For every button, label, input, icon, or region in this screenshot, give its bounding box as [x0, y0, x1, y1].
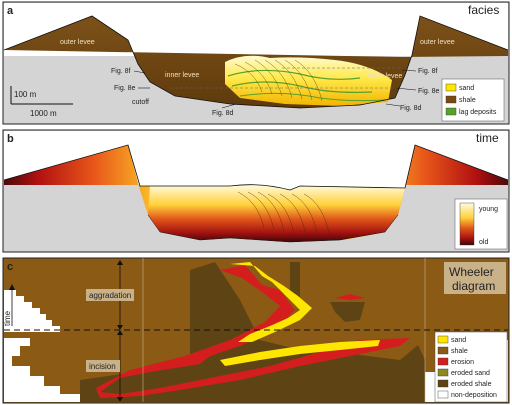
legend-c-swatch-2: [437, 357, 449, 366]
scale-vertical-label: 100 m: [14, 90, 37, 99]
legend-c-swatch-0: [437, 335, 449, 344]
legend-b-young: young: [479, 206, 498, 213]
arrow-fig8f-right: [401, 69, 417, 72]
panel-a-lag-2: [231, 81, 373, 93]
panel-c-arrowhead-incision-bottom: [117, 397, 123, 402]
panel-c-letter: c: [7, 261, 13, 273]
label-inner-levee-left: inner levee: [165, 72, 199, 79]
label-inner-levee-right: inner levee: [368, 73, 402, 80]
label-fig8d-right: Fig. 8d: [400, 105, 422, 112]
legend-b-colorbar: [459, 202, 475, 246]
legend-c-label-3: eroded sand: [451, 370, 490, 377]
arrow-fig8d-left: [221, 103, 237, 109]
legend-a: sand shale lag deposits: [441, 78, 505, 122]
legend-c-swatch-5: [437, 390, 449, 399]
label-outer-levee-right: outer levee: [420, 39, 455, 46]
legend-c-swatch-1: [437, 346, 449, 355]
legend-c-label-5: non-deposition: [451, 392, 497, 399]
incision-label: incision: [89, 362, 116, 371]
panel-a-accretion-lines: [234, 59, 323, 102]
panel-c-arrowhead-incision-top: [117, 330, 123, 335]
panel-b-letter: b: [7, 133, 14, 145]
legend-b: young old: [454, 198, 508, 250]
aggradation-label: aggradation: [89, 291, 131, 300]
legend-a-swatch-1: [445, 95, 457, 104]
panel-a-surface: [4, 3, 508, 50]
panel-a-title: facies: [468, 3, 499, 17]
legend-a-label-0: sand: [459, 85, 474, 92]
panel-b-title: time: [476, 131, 499, 145]
panel-c: time aggradation incision c Wheeler diag…: [2, 257, 510, 404]
panel-b-base-outline: [147, 214, 399, 243]
arrow-fig8d-right: [385, 103, 401, 107]
label-cutoff: cutoff: [132, 99, 149, 106]
legend-c-label-1: shale: [451, 348, 468, 355]
panel-a-letter: a: [7, 5, 14, 17]
panel-c-arrowhead-aggradation-bottom: [117, 325, 123, 330]
panel-c-arrowhead-aggradation-top: [117, 260, 123, 265]
panel-a-lag-1: [227, 69, 361, 80]
panel-a: a facies outer levee outer levee inner l…: [2, 1, 510, 125]
arrow-fig8f-left: [133, 70, 146, 74]
panel-c-sand-lower: [220, 340, 380, 366]
legend-b-old: old: [479, 239, 488, 246]
label-fig8e-left: Fig. 8e: [114, 85, 136, 92]
panel-b-accretion-lines: [237, 191, 331, 239]
panel-c-title-line2: diagram: [452, 279, 495, 293]
label-fig8e-right: Fig. 8e: [418, 88, 440, 95]
scale-horizontal-label: 1000 m: [30, 109, 57, 118]
panel-c-nondeposition-left-lower: [4, 338, 80, 402]
legend-c-swatch-3: [437, 368, 449, 377]
panel-c-erosion-band: [96, 265, 410, 398]
legend-a-label-1: shale: [459, 97, 476, 104]
panel-c-title-bg: [444, 262, 506, 294]
panel-c-time-label: time: [3, 310, 12, 326]
panel-b-outline: [3, 144, 509, 191]
label-fig8f-right: Fig. 8f: [418, 68, 438, 75]
panel-c-time-arrowhead: [9, 284, 15, 290]
label-fig8d-left: Fig. 8d: [212, 110, 234, 117]
panel-c-eroded-shale-2: [290, 262, 300, 300]
panel-a-lag-3: [239, 92, 386, 102]
panel-b: b time young old: [2, 129, 510, 253]
legend-a-swatch-0: [445, 83, 457, 92]
legend-c-label-4: eroded shale: [451, 381, 492, 388]
panel-a-outline: [3, 15, 509, 109]
legend-c-swatch-4: [437, 379, 449, 388]
legend-a-swatch-2: [445, 107, 457, 116]
legend-c: sand shale erosion eroded sand eroded sh…: [434, 331, 508, 403]
legend-a-label-2: lag deposits: [459, 109, 497, 116]
legend-c-label-2: erosion: [451, 359, 474, 366]
panel-b-surface: [4, 131, 508, 190]
panel-c-title-line1: Wheeler: [449, 265, 494, 279]
panel-c-eroded-mound: [330, 302, 365, 322]
panel-c-erosion-mound: [335, 294, 365, 300]
panel-c-nondeposition-left-upper: [4, 290, 60, 332]
label-outer-levee-left: outer levee: [60, 39, 95, 46]
label-fig8f-left: Fig. 8f: [111, 68, 131, 75]
aggradation-label-bg: [86, 289, 134, 301]
arrow-fig8e-right: [395, 87, 417, 91]
legend-c-label-0: sand: [451, 337, 466, 344]
panel-c-sand-upper: [230, 262, 312, 342]
incision-label-bg: [86, 360, 120, 372]
panel-b-channel-fill: [148, 184, 405, 242]
